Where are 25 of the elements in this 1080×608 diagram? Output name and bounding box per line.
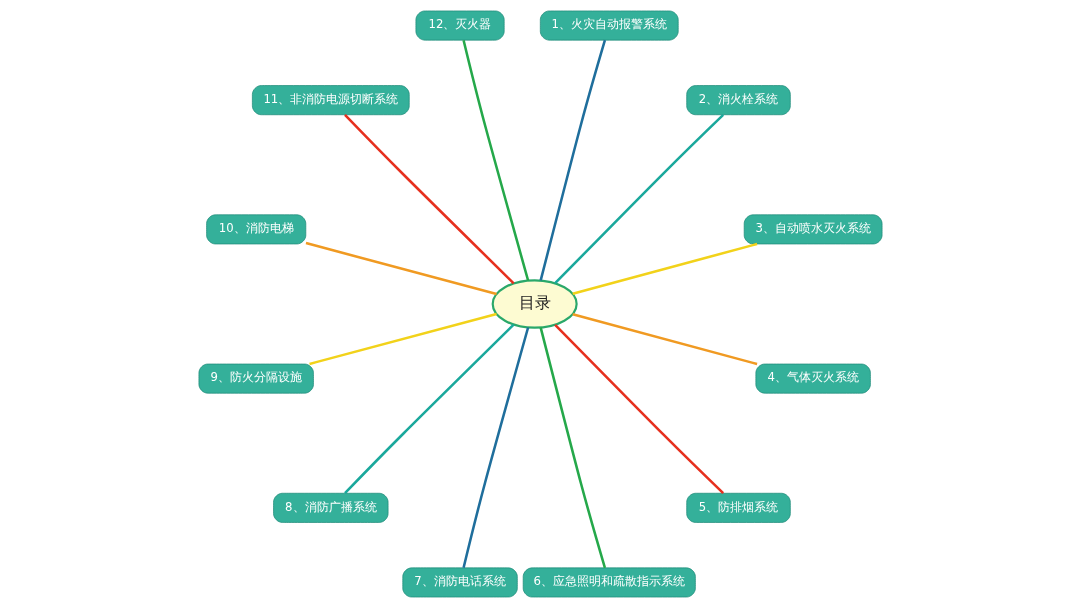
node-box: 12、灭火器 [415, 10, 505, 41]
connector [461, 327, 529, 569]
connector [343, 323, 515, 495]
connector [461, 39, 529, 281]
node-box: 4、气体灭火系统 [755, 363, 871, 394]
node-box: 3、自动喷水灭火系统 [743, 214, 882, 245]
connector [553, 323, 724, 495]
connector [553, 113, 724, 285]
node-box: 5、防排烟系统 [685, 492, 791, 523]
node-box: 2、消火栓系统 [685, 85, 791, 116]
node-box: 10、消防电梯 [205, 214, 306, 245]
node-box: 7、消防电话系统 [401, 567, 518, 598]
connector [305, 241, 497, 296]
node-box: 9、防火分隔设施 [198, 363, 314, 394]
connector [571, 242, 757, 295]
connector [308, 312, 497, 366]
node-box: 1、火灾自动报警系统 [539, 10, 679, 41]
connector [538, 39, 606, 281]
connector [343, 113, 515, 285]
node-box: 8、消防广播系统 [272, 492, 388, 523]
node-ellipse: 目录 [491, 279, 578, 329]
node-box: 11、非消防电源切断系统 [251, 85, 410, 116]
connector [538, 327, 606, 569]
node-box: 6、应急照明和疏散指示系统 [522, 567, 696, 598]
connector [571, 313, 757, 366]
